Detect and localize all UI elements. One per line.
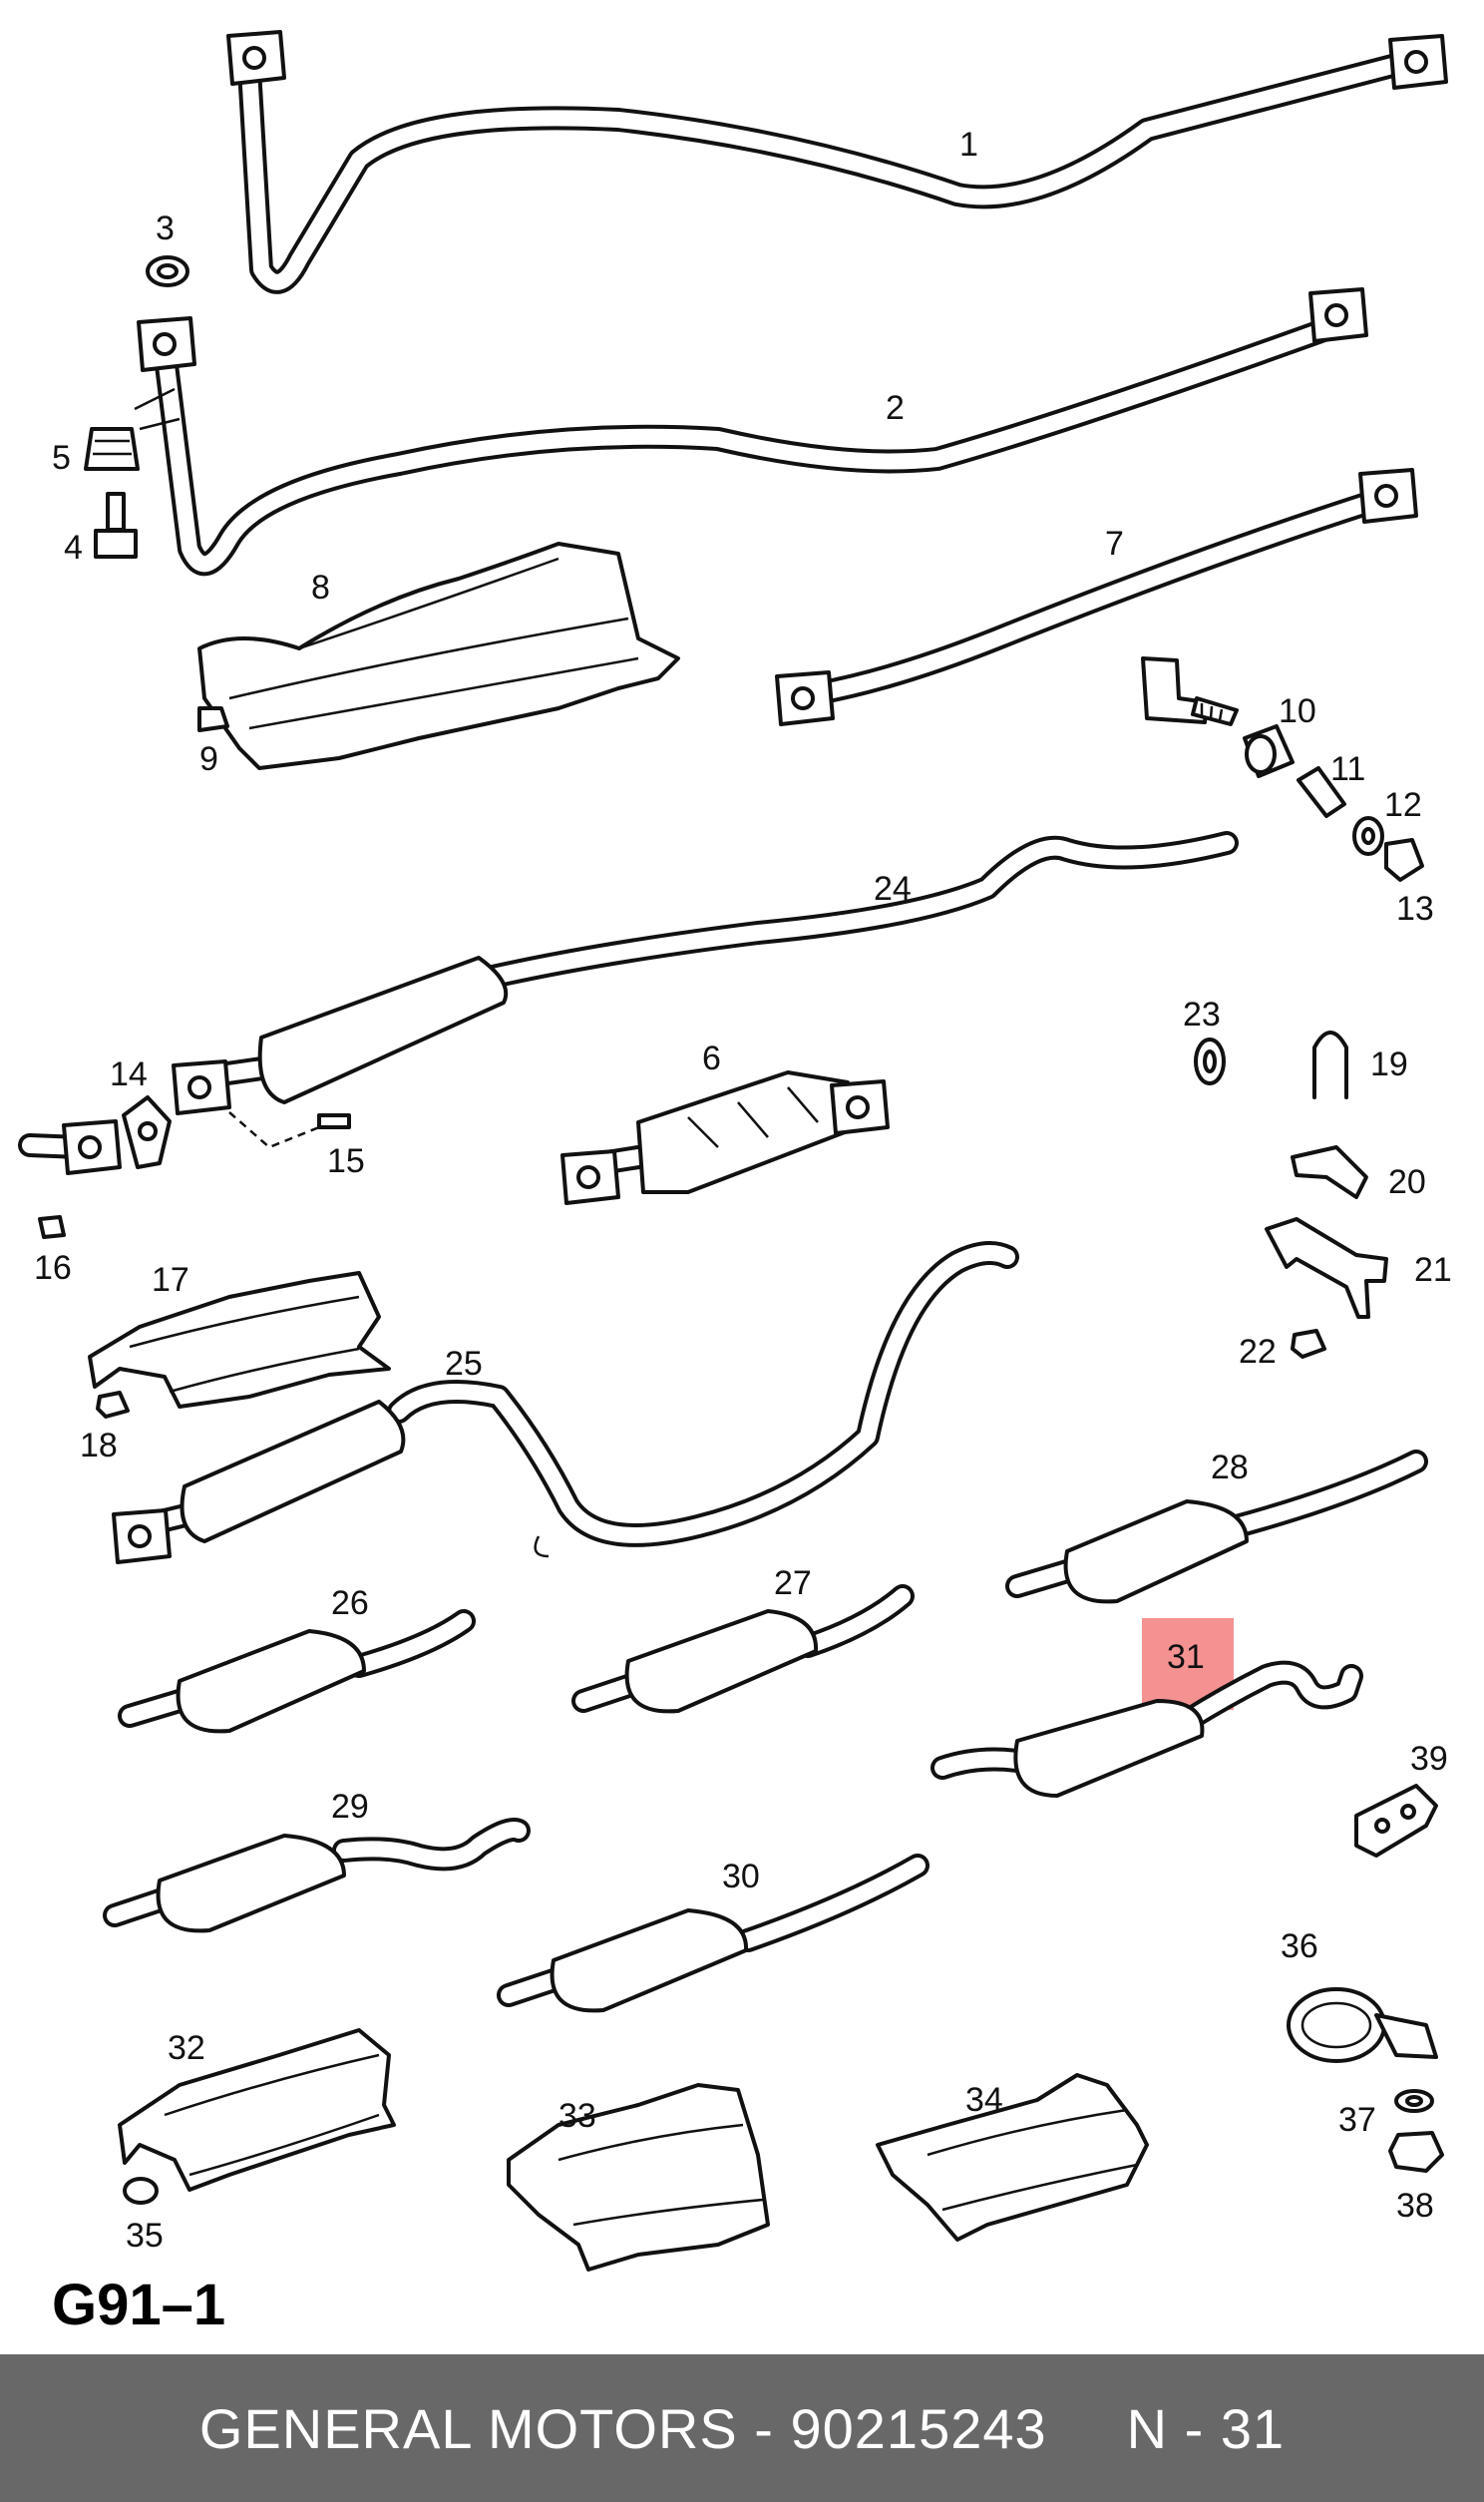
part-12-washer[interactable]: [1352, 816, 1384, 856]
label-12: 12: [1384, 786, 1422, 824]
label-33: 33: [558, 2097, 596, 2135]
diagram-code: G91–1: [52, 2273, 225, 2337]
part-14-gasket[interactable]: [122, 1095, 172, 1169]
label-15: 15: [327, 1142, 365, 1180]
label-1: 1: [959, 126, 978, 164]
part-33-heat-shield[interactable]: [507, 2083, 770, 2272]
part-18-nut[interactable]: [96, 1391, 130, 1419]
label-10: 10: [1279, 692, 1316, 730]
part-36-clamp[interactable]: [1287, 1987, 1438, 2063]
part-39-rubber-mount[interactable]: [1354, 1784, 1438, 1858]
footer-brand: GENERAL MOTORS: [198, 2396, 738, 2460]
footer-page-ref: N - 31: [1126, 2396, 1286, 2460]
part-9-nut[interactable]: [197, 706, 229, 732]
label-2: 2: [886, 389, 905, 427]
part-6-catalytic-converter[interactable]: [560, 1070, 890, 1205]
label-18: 18: [80, 1427, 118, 1464]
label-35: 35: [126, 2217, 164, 2255]
part-7-intermediate-pipe[interactable]: [775, 468, 1418, 726]
label-25: 25: [445, 1345, 483, 1383]
part-1-front-pipe[interactable]: [226, 30, 1448, 294]
label-5: 5: [52, 439, 71, 477]
label-36: 36: [1281, 1927, 1318, 1965]
label-29: 29: [331, 1788, 369, 1826]
part-29-silencer[interactable]: [103, 1818, 531, 1933]
part-25-rear-silencer[interactable]: [112, 1241, 1019, 1564]
part-4-stud[interactable]: [94, 492, 138, 559]
part-10-bracket[interactable]: [1141, 656, 1239, 726]
label-3: 3: [156, 209, 175, 247]
label-26: 26: [331, 1584, 369, 1622]
part-22-nut[interactable]: [1291, 1329, 1326, 1359]
label-27: 27: [774, 1564, 812, 1602]
part-27-silencer[interactable]: [571, 1584, 915, 1714]
label-38: 38: [1396, 2187, 1434, 2225]
part-10-rubber-block[interactable]: [1243, 724, 1295, 778]
part-16-connector[interactable]: [18, 1119, 122, 1239]
label-16: 16: [34, 1249, 72, 1287]
label-21: 21: [1414, 1251, 1452, 1289]
footer-part-number: 90215243: [790, 2396, 1047, 2460]
label-23: 23: [1183, 996, 1221, 1034]
label-37: 37: [1338, 2101, 1376, 2139]
part-26-silencer[interactable]: [118, 1609, 476, 1734]
part-2-front-pipe[interactable]: [137, 287, 1368, 577]
part-21-clamp[interactable]: [1265, 1217, 1388, 1319]
part-20-saddle[interactable]: [1291, 1145, 1368, 1199]
part-31-silencer[interactable]: [930, 1660, 1363, 1798]
part-37-washer[interactable]: [1394, 2089, 1434, 2113]
label-6: 6: [702, 1040, 721, 1077]
label-13: 13: [1396, 890, 1434, 928]
footer-separator: -: [754, 2396, 774, 2460]
footer-bar: GENERAL MOTORS - 90215243 N - 31: [0, 2354, 1484, 2502]
label-24: 24: [874, 870, 912, 908]
part-35-nut[interactable]: [123, 2177, 159, 2205]
part-5-rubber-bush[interactable]: [84, 387, 181, 471]
label-28: 28: [1211, 1449, 1249, 1486]
label-32: 32: [168, 2029, 205, 2067]
part-19-u-bolt[interactable]: [1312, 1031, 1348, 1099]
part-11-sleeve[interactable]: [1297, 766, 1346, 818]
label-8: 8: [311, 569, 330, 607]
label-20: 20: [1388, 1163, 1426, 1201]
part-32-heat-shield[interactable]: [118, 2028, 396, 2192]
part-24-middle-silencer[interactable]: [172, 831, 1239, 1115]
part-3-gasket[interactable]: [146, 255, 189, 287]
label-4: 4: [64, 529, 83, 567]
label-14: 14: [110, 1055, 148, 1093]
part-34-heat-shield[interactable]: [876, 2073, 1149, 2242]
label-30: 30: [722, 1858, 760, 1895]
part-15-bolt[interactable]: [228, 1111, 351, 1149]
label-34: 34: [965, 2081, 1003, 2119]
part-30-silencer[interactable]: [497, 1854, 929, 2013]
exhaust-parts-diagram: 1 3 2 5 4 8 9 7: [18, 30, 1452, 2337]
label-22: 22: [1239, 1333, 1277, 1371]
part-13-nut[interactable]: [1384, 838, 1424, 882]
label-17: 17: [152, 1261, 189, 1299]
label-11: 11: [1330, 750, 1365, 788]
part-8-heat-shield[interactable]: [197, 542, 680, 770]
part-38-nut[interactable]: [1388, 2131, 1444, 2173]
label-31: 31: [1167, 1638, 1205, 1676]
part-17-heat-shield[interactable]: [88, 1271, 391, 1409]
part-28-silencer[interactable]: [1005, 1450, 1428, 1604]
part-23-ring[interactable]: [1194, 1038, 1226, 1085]
label-7: 7: [1105, 525, 1124, 563]
label-19: 19: [1370, 1045, 1408, 1083]
label-39: 39: [1410, 1740, 1448, 1778]
label-9: 9: [199, 740, 218, 778]
